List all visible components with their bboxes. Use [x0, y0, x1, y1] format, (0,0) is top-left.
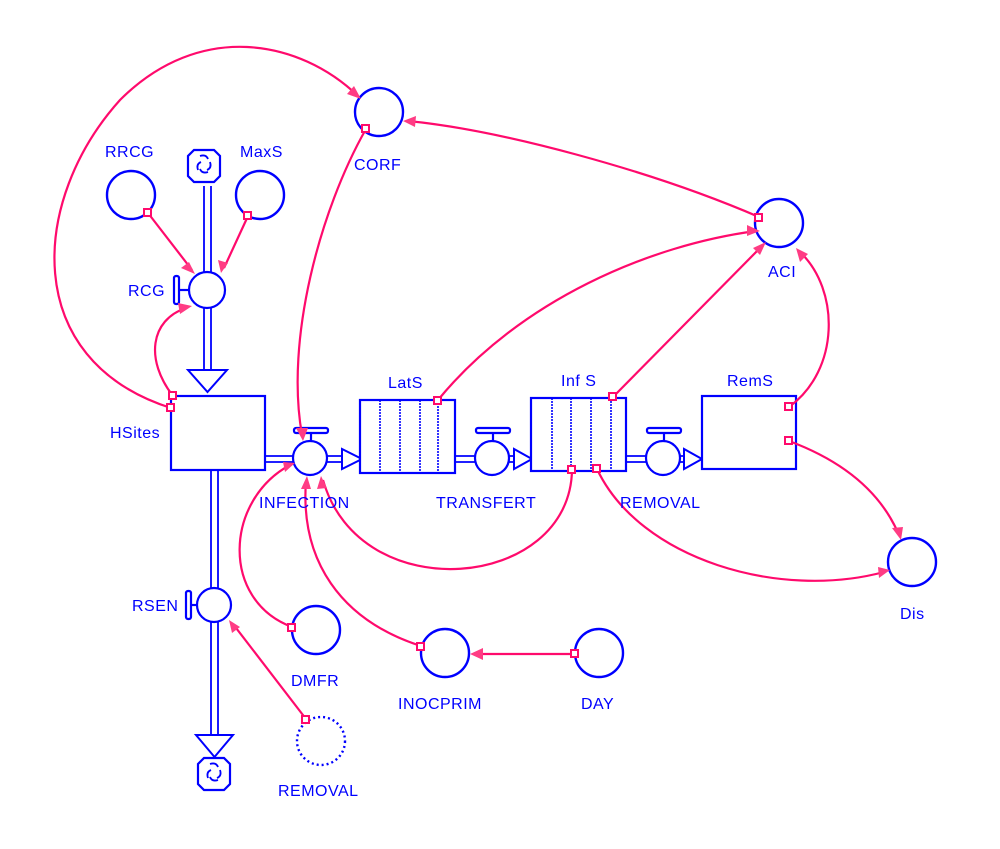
label-day: DAY	[581, 696, 614, 713]
stock-hsites[interactable]	[169, 394, 267, 472]
connector-origin	[608, 392, 617, 401]
valve-rsen[interactable]	[184, 586, 233, 624]
connector-origin	[433, 396, 442, 405]
connector-arrowhead	[753, 242, 766, 255]
converter-dmfr[interactable]	[290, 604, 342, 656]
label-removal-flow: REMOVAL	[620, 495, 701, 512]
connector-arrowhead	[229, 620, 240, 633]
connector-arrowhead	[892, 527, 903, 540]
valve-removal[interactable]	[644, 426, 683, 477]
connector-rrcg-rcg	[147, 212, 193, 271]
converter-aci[interactable]	[753, 197, 805, 249]
label-dis: Dis	[900, 606, 925, 623]
flow-arrowhead-rcg	[185, 369, 230, 394]
source-cloud-icon	[186, 148, 222, 184]
connector-origin	[243, 211, 252, 220]
stock-infs[interactable]	[529, 396, 628, 473]
connector-arrowhead	[747, 225, 760, 236]
connector-dmfr-infection	[238, 464, 293, 629]
connector-infs-aci	[612, 245, 763, 398]
connector-arrowhead	[218, 260, 228, 273]
connector-inocprim-infection	[304, 480, 422, 648]
label-rcg: RCG	[128, 283, 165, 300]
connector-arrowhead	[283, 462, 295, 472]
connector-removal-rsen	[232, 623, 307, 720]
connector-maxs-rcg	[223, 215, 249, 269]
label-infection: INFECTION	[259, 495, 350, 512]
converter-inocprim[interactable]	[419, 627, 471, 679]
converter-maxs[interactable]	[234, 169, 286, 221]
valve-infection[interactable]	[291, 426, 330, 477]
connector-corf-infection	[296, 128, 367, 436]
connector-arrowhead	[317, 476, 327, 489]
connector-hsites-corf	[53, 45, 359, 410]
connector-arrowhead	[796, 248, 808, 262]
connector-origin	[301, 715, 310, 724]
stock-lats[interactable]	[358, 398, 457, 475]
connector-arrowhead	[878, 567, 890, 578]
connector-arrowhead	[347, 86, 361, 99]
connectors	[53, 45, 903, 724]
connector-arrowhead	[181, 262, 195, 274]
connector-origin	[567, 465, 576, 474]
connector-origin	[754, 213, 763, 222]
connector-hsites-rcg	[153, 306, 187, 397]
flow-arrowhead-infection	[341, 447, 365, 471]
converter-rrcg[interactable]	[105, 169, 157, 221]
label-removal-ghost: REMOVAL	[278, 783, 359, 800]
label-corf: CORF	[354, 157, 401, 174]
connector-arrowhead	[470, 648, 483, 660]
label-rems: RemS	[727, 373, 773, 390]
valve-transfert[interactable]	[473, 426, 512, 477]
label-aci: ACI	[768, 264, 796, 281]
connector-rems-dis	[788, 439, 901, 536]
connector-lats-aci	[437, 229, 757, 401]
label-hsites: HSites	[110, 425, 160, 442]
label-rsen: RSEN	[132, 598, 178, 615]
connector-arrowhead	[178, 303, 192, 314]
label-lats: LatS	[388, 375, 423, 392]
label-transfert: TRANSFERT	[436, 495, 536, 512]
converter-dis[interactable]	[886, 536, 938, 588]
connector-origin	[784, 402, 793, 411]
flow-arrowhead-removal	[683, 447, 705, 471]
connector-origin	[287, 623, 296, 632]
valve-rcg[interactable]	[172, 270, 227, 310]
flow-arrowhead-rsen	[193, 734, 236, 759]
connector-arrowhead	[403, 116, 416, 127]
label-rrcg: RRCG	[105, 144, 154, 161]
connector-origin	[166, 403, 175, 412]
flow-arrowhead-transfert	[513, 447, 535, 471]
connector-infs-infection	[321, 469, 574, 571]
sink-cloud-icon	[196, 756, 232, 792]
label-inocprim: INOCPRIM	[398, 696, 482, 713]
connector-origin	[361, 124, 370, 133]
connector-rems-aci	[788, 251, 830, 408]
converter-removal-ghost[interactable]	[295, 715, 347, 767]
label-infs: Inf S	[561, 373, 596, 390]
connector-origin	[168, 391, 177, 400]
connector-origin	[592, 464, 601, 473]
connector-origin	[416, 642, 425, 651]
connector-arrowhead	[296, 428, 308, 441]
connector-infs-dis	[596, 468, 885, 582]
stock-rems[interactable]	[700, 394, 798, 471]
label-dmfr: DMFR	[291, 673, 339, 690]
label-maxs: MaxS	[240, 144, 283, 161]
connector-arrowhead	[301, 476, 311, 489]
connector-origin	[784, 436, 793, 445]
converter-day[interactable]	[573, 627, 625, 679]
connector-origin	[143, 208, 152, 217]
connector-aci-corf	[407, 119, 760, 219]
connector-origin	[570, 649, 579, 658]
